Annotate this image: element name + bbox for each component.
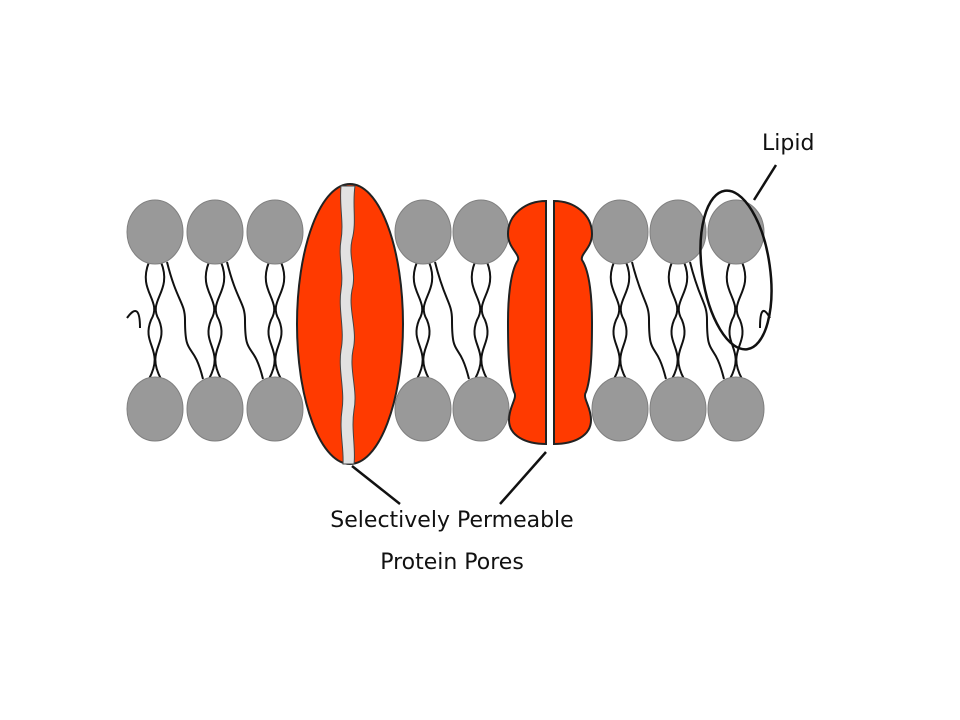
lipid-tail [204,261,216,380]
lipid-head-top [591,199,649,265]
lipid-tail [725,261,737,380]
lipid-tail-link [226,261,264,380]
lipid-tail [480,261,492,380]
lipid-head-top [649,199,707,265]
lipid-head-top [186,199,244,265]
lipid-tail [154,261,166,380]
protein-pore-left-channel [339,185,356,465]
protein-pore-right-left-half [506,199,547,446]
lipid-head-top [126,199,184,265]
lipid-tail [144,261,156,380]
lipid-head-top [394,199,452,265]
lipid-tail-link [631,261,667,380]
lipid-highlight-ellipse [699,189,773,351]
lipid-tail [214,261,226,380]
lipid-tail [264,261,276,380]
lipid-pointer-line [752,164,778,201]
protein-pore-gated [506,199,594,446]
lipid-head-bottom [246,376,304,442]
pores-label-line2: Protein Pores [380,550,524,575]
lipid-head-bottom [591,376,649,442]
lipid-tail-link [689,261,725,380]
lipid-tail [735,261,747,380]
lipid-label: Lipid [762,131,814,156]
lipid-head-bottom [126,376,184,442]
lipid-head-bottom [707,376,765,442]
lipid-tail [412,261,424,380]
lipid-tail-edge [126,309,141,329]
lipid-callout [699,164,778,351]
protein-pore-channel [296,183,404,465]
protein-pore-right-right-half [553,199,594,446]
lipid-head-top [246,199,304,265]
lipid-tail [422,261,434,380]
lipid-head-bottom [649,376,707,442]
lipid-tails [126,261,771,380]
pores-callout-lines [351,451,547,505]
lipid-tail [609,261,621,380]
lipid-tail [677,261,689,380]
lipid-tail-link [166,261,204,380]
lipid-head-bottom [394,376,452,442]
pores-pointer-line-right [499,451,547,505]
pores-label-line1: Selectively Permeable [330,508,573,533]
lipid-head-top [707,199,765,265]
lipid-head-bottom [452,376,510,442]
lipid-tail [667,261,679,380]
lipid-tail [470,261,482,380]
lipid-tail [274,261,286,380]
lipid-head-top [452,199,510,265]
lipid-tail-link [434,261,470,380]
lipid-tail [619,261,631,380]
pores-pointer-line-left [351,465,401,505]
lipid-heads [126,199,765,442]
lipid-head-bottom [186,376,244,442]
